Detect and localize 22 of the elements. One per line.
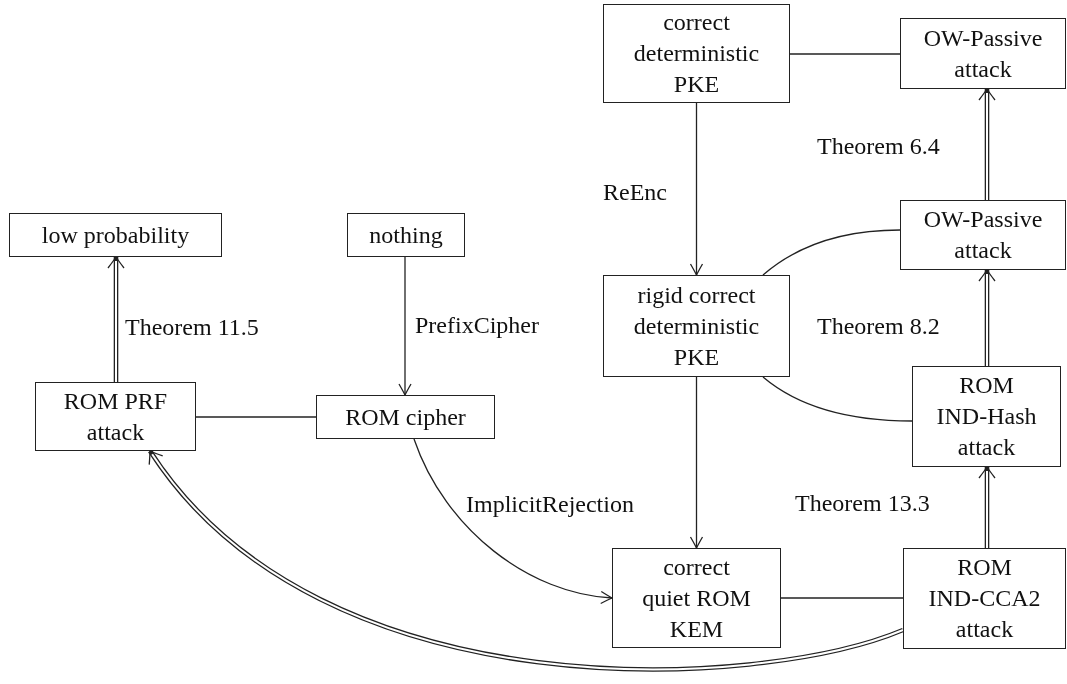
box-text: OW-Passive attack xyxy=(922,23,1044,84)
box-text: nothing xyxy=(369,220,443,250)
statement-box xyxy=(603,275,790,377)
box-text: ROM IND-CCA2 attack xyxy=(927,553,1042,644)
statement-box xyxy=(903,548,1066,649)
statement-box xyxy=(612,548,781,648)
statement-box xyxy=(900,18,1066,89)
statement-box xyxy=(912,366,1061,467)
box-text: OW-Passive attack xyxy=(922,205,1044,265)
statement-box xyxy=(35,382,196,451)
box-text: low probability xyxy=(41,220,190,250)
statement-box xyxy=(900,200,1066,270)
box-text: ROM PRF attack xyxy=(62,386,169,447)
statement-box xyxy=(9,213,222,257)
statement-box xyxy=(603,4,790,103)
box-text: ROM IND-Hash attack xyxy=(935,371,1038,462)
statement-box xyxy=(316,395,495,439)
box-text: ROM cipher xyxy=(345,402,466,432)
statement-box xyxy=(347,213,465,257)
box-text: rigid correct deterministic PKE xyxy=(632,280,761,372)
box-text: correct deterministic PKE xyxy=(632,8,761,99)
box-text: correct quiet ROM KEM xyxy=(641,552,752,644)
